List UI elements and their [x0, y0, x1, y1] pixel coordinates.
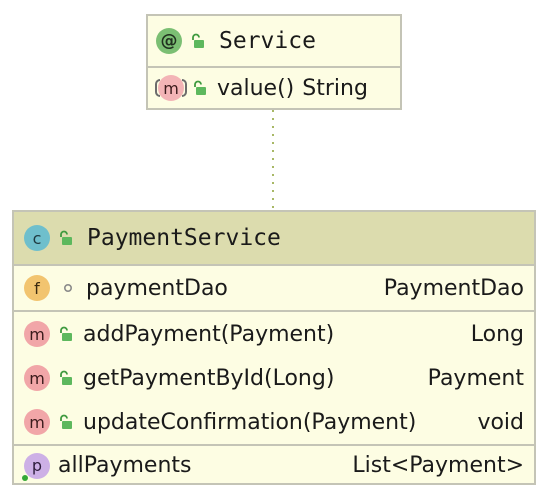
public-lock-icon: [60, 326, 72, 341]
public-lock-icon: [192, 33, 204, 48]
field-row[interactable]: f paymentDao PaymentDao: [14, 266, 534, 310]
service-header: @ Service: [148, 16, 400, 68]
field-type: PaymentDao: [383, 275, 524, 301]
public-lock-icon: [60, 370, 72, 385]
method-icon: m: [24, 365, 50, 391]
property-type: List<Payment>: [352, 453, 524, 478]
field-name: paymentDao: [86, 275, 228, 301]
method-name: value(): [217, 75, 295, 101]
method-name: addPayment(Payment): [83, 321, 335, 347]
method-return-type: Long: [470, 321, 524, 347]
service-title: Service: [219, 28, 316, 54]
section-divider: [14, 444, 534, 446]
abstract-method-icon: m: [155, 75, 187, 101]
section-divider: [14, 310, 534, 312]
paymentservice-title: PaymentService: [87, 225, 281, 251]
method-row[interactable]: m updateConfirmation(Payment) void: [14, 400, 534, 444]
method-return-type: void: [477, 409, 524, 435]
public-lock-icon: [60, 414, 72, 429]
annotation-icon: @: [156, 28, 182, 54]
method-icon: m: [24, 409, 50, 435]
method-icon: m: [24, 321, 50, 347]
method-name: getPaymentById(Long): [83, 365, 335, 391]
property-row[interactable]: p allPayments List<Payment>: [14, 446, 534, 485]
class-icon: c: [24, 225, 50, 251]
method-return-type: String: [302, 75, 368, 101]
property-name: allPayments: [58, 453, 192, 478]
property-icon-letter: p: [31, 456, 43, 475]
visibility-dot: [22, 474, 28, 481]
service-method-row[interactable]: m value() String: [148, 68, 400, 108]
paymentservice-header: c PaymentService: [14, 212, 534, 266]
field-icon: f: [24, 275, 50, 301]
method-return-type: Payment: [427, 365, 524, 391]
method-name: updateConfirmation(Payment): [83, 409, 417, 435]
paymentservice-class-box[interactable]: c PaymentService f paymentDao PaymentDao…: [12, 210, 536, 485]
public-lock-icon: [194, 80, 206, 95]
method-row[interactable]: m getPaymentById(Long) Payment: [14, 356, 534, 400]
service-annotation-box[interactable]: @ Service m value() String: [146, 14, 402, 110]
property-icon: p: [22, 452, 50, 481]
package-private-icon: [64, 284, 73, 293]
method-row[interactable]: m addPayment(Payment) Long: [14, 312, 534, 356]
public-lock-icon: [60, 230, 72, 245]
